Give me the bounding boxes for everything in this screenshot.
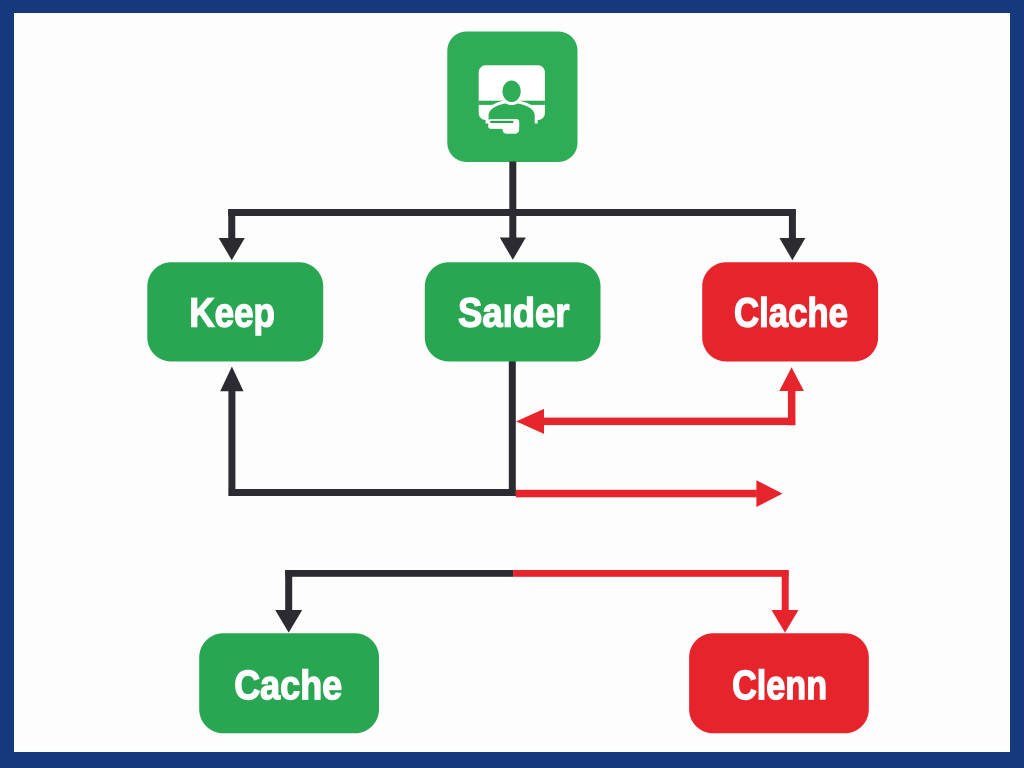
svg-text:Saıder: Saıder xyxy=(458,290,570,336)
svg-text:Keep: Keep xyxy=(189,290,275,336)
svg-text:Clache: Clache xyxy=(734,290,848,336)
svg-text:Cache: Cache xyxy=(234,662,342,708)
svg-text:Clenn: Clenn xyxy=(732,662,827,708)
